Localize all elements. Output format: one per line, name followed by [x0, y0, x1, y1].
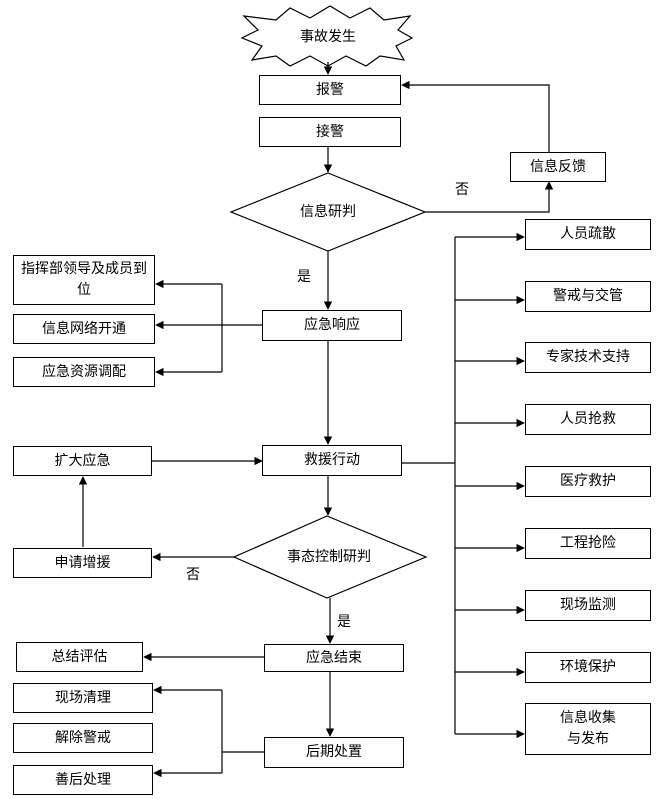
control-judge-label: 事态控制研判 — [287, 549, 371, 565]
right-action-label: 信息收集与发布 — [560, 710, 616, 747]
rehab-box: 善后处理 — [13, 765, 153, 795]
no-label-top: 否 — [455, 182, 469, 198]
right-action-label: 人员疏散 — [560, 226, 616, 242]
right-action-label: 环境保护 — [560, 659, 616, 675]
command-label: 指挥部领导及成员到位 — [21, 261, 147, 298]
network-box: 信息网络开通 — [13, 314, 155, 344]
yes-label-bottom: 是 — [337, 614, 351, 630]
resources-box: 应急资源调配 — [13, 357, 155, 387]
summary-label: 总结评估 — [51, 648, 108, 665]
cleanup-label: 现场清理 — [55, 689, 111, 706]
right-action-label: 专家技术支持 — [546, 349, 630, 365]
control-diamond — [232, 515, 428, 599]
yes-label-top: 是 — [297, 269, 311, 285]
right-action-box: 现场监测 — [525, 590, 651, 621]
report-label: 报警 — [316, 81, 344, 98]
lift-box: 解除警戒 — [13, 723, 153, 753]
receive-label: 接警 — [316, 123, 344, 140]
end-label: 应急结束 — [306, 649, 362, 666]
resources-label: 应急资源调配 — [42, 363, 126, 380]
end-box: 应急结束 — [264, 644, 404, 672]
right-action-box: 人员抢救 — [525, 404, 651, 435]
aftermath-box: 后期处置 — [264, 737, 404, 768]
summary-box: 总结评估 — [16, 642, 143, 672]
right-action-box: 医疗救护 — [525, 466, 651, 497]
right-action-label: 工程抢险 — [560, 535, 616, 551]
no-label-bottom: 否 — [186, 567, 200, 583]
start-burst-shape — [240, 5, 414, 67]
aftermath-label: 后期处置 — [306, 744, 362, 760]
right-action-box: 警戒与交管 — [525, 281, 651, 312]
lift-label: 解除警戒 — [55, 729, 111, 746]
receive-box: 接警 — [259, 117, 401, 147]
right-action-box: 环境保护 — [525, 652, 651, 683]
right-action-box: 工程抢险 — [525, 528, 651, 559]
response-label: 应急响应 — [304, 317, 360, 333]
command-box: 指挥部领导及成员到位 — [13, 255, 155, 305]
expand-box: 扩大应急 — [13, 446, 152, 476]
rescue-label: 救援行动 — [304, 452, 360, 468]
request-label: 申请增援 — [54, 554, 111, 571]
judge-label: 信息研判 — [300, 204, 356, 220]
response-box: 应急响应 — [262, 310, 402, 341]
right-action-label: 人员抢救 — [560, 411, 616, 427]
rescue-box: 救援行动 — [262, 445, 402, 476]
feedback-box: 信息反馈 — [510, 152, 606, 182]
right-action-label: 医疗救护 — [560, 473, 616, 489]
right-action-label: 警戒与交管 — [553, 288, 623, 304]
expand-label: 扩大应急 — [54, 452, 111, 469]
right-action-box: 专家技术支持 — [525, 342, 651, 373]
cleanup-box: 现场清理 — [13, 683, 153, 713]
request-box: 申请增援 — [13, 548, 152, 578]
right-action-label: 现场监测 — [560, 597, 616, 613]
right-action-box: 人员疏散 — [525, 219, 651, 250]
start-label: 事故发生 — [300, 29, 356, 45]
right-action-box: 信息收集与发布 — [525, 703, 651, 755]
report-box: 报警 — [259, 75, 401, 105]
network-label: 信息网络开通 — [42, 320, 126, 337]
rehab-label: 善后处理 — [55, 771, 111, 788]
feedback-label: 信息反馈 — [530, 158, 586, 175]
